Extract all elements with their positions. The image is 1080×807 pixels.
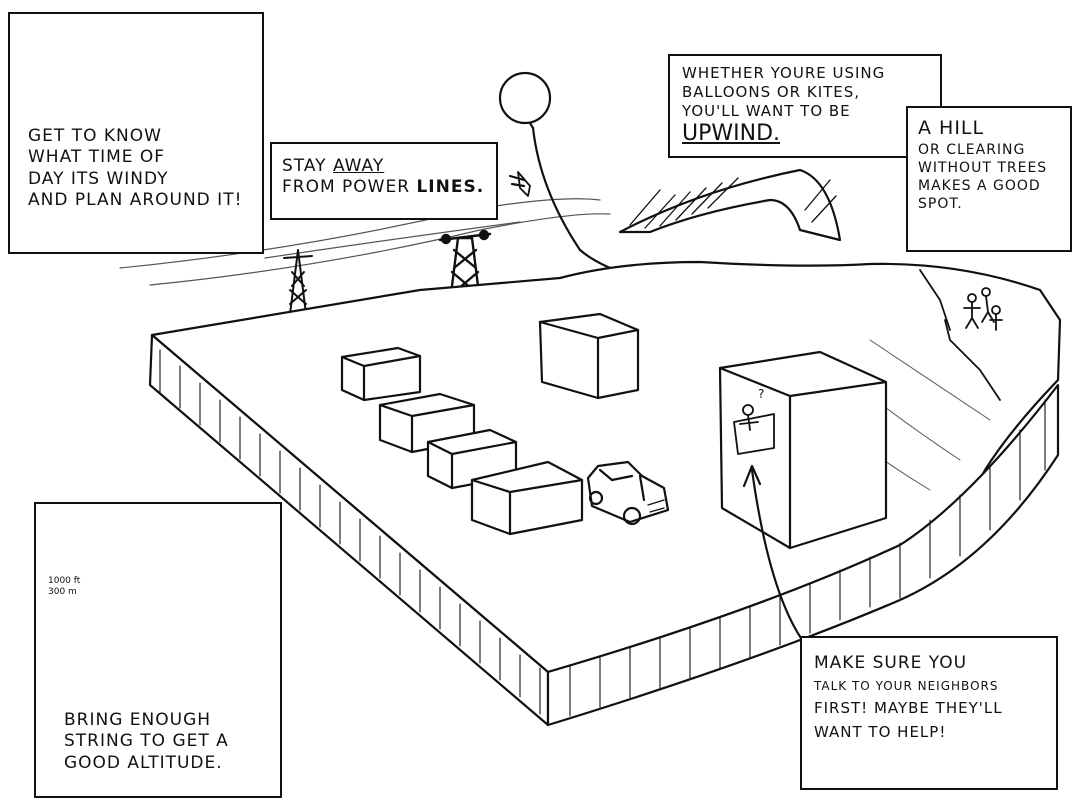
string-caption: Bring enough string to get a good altitu… [64, 710, 278, 774]
tall-building [718, 350, 888, 550]
neighbors-line-3: first! Maybe they'll [814, 699, 1003, 718]
power-line2-prefix: from power [282, 177, 417, 198]
string-line-2: string to get a [64, 731, 229, 752]
wind-time-line-1: Get to know [28, 126, 162, 146]
building-row-4 [470, 460, 584, 536]
altitude-feet: 1000 ft [48, 576, 81, 586]
upwind-panel [668, 54, 942, 158]
upwind-word: upwind. [682, 121, 781, 147]
power-tower-right [438, 229, 492, 304]
neighbors-caption: Make sure you talk to your neighbors fir… [814, 650, 1054, 744]
power-lines-panel [270, 142, 498, 220]
string-line-3: good altitude. [64, 752, 223, 773]
upwind-caption: Whether youre using balloons or kites, y… [682, 64, 936, 148]
neighbors-line-1: Make sure you [814, 653, 968, 673]
power-lines-caption: Stay away from power lines. [282, 156, 494, 199]
altitude-meters: 300 m [48, 587, 77, 598]
hill-people-with-kites [919, 269, 1003, 401]
neighbors-line-4: want to help! [814, 723, 947, 742]
power-prefix: Stay [282, 156, 333, 176]
power-lines-word: lines. [416, 177, 485, 198]
wind-time-line-2: what time of [28, 147, 166, 168]
upwind-line-2: balloons or kites, [682, 82, 861, 101]
building-row-1 [340, 346, 422, 402]
hill-line-2: or clearing [918, 141, 1026, 158]
power-away: away [332, 156, 385, 176]
upwind-line-1: Whether youre using [682, 64, 886, 82]
building-far [538, 312, 640, 400]
hill-line-3: without trees [918, 159, 1048, 176]
string-line-1: Bring enough [64, 710, 212, 730]
string-panel [34, 502, 282, 798]
altitude-labels: 1000 ft 300 m [48, 576, 98, 599]
neighbors-panel [800, 636, 1058, 790]
wind-time-line-3: day its windy [28, 168, 169, 189]
hill-caption: A hill or clearing without trees makes a… [918, 116, 1068, 213]
neighbors-line-2: talk to your neighbors [814, 679, 999, 694]
power-tower-left [283, 249, 313, 315]
hill-line-4: makes a good [918, 178, 1041, 195]
question-mark: ? [758, 387, 764, 401]
upwind-line-3-prefix: you'll want to be [682, 101, 851, 120]
wind-time-caption: Get to know what time of day its windy a… [28, 126, 258, 211]
hill-panel [906, 106, 1072, 252]
wind-time-panel [8, 12, 264, 254]
upwind-arrow [618, 168, 842, 242]
neighbors-arrow [742, 464, 810, 650]
hill-line-5: spot. [918, 196, 963, 213]
hill-line-1: A hill [918, 117, 985, 139]
wind-time-line-4: and plan around it! [28, 189, 243, 210]
car [586, 460, 670, 526]
